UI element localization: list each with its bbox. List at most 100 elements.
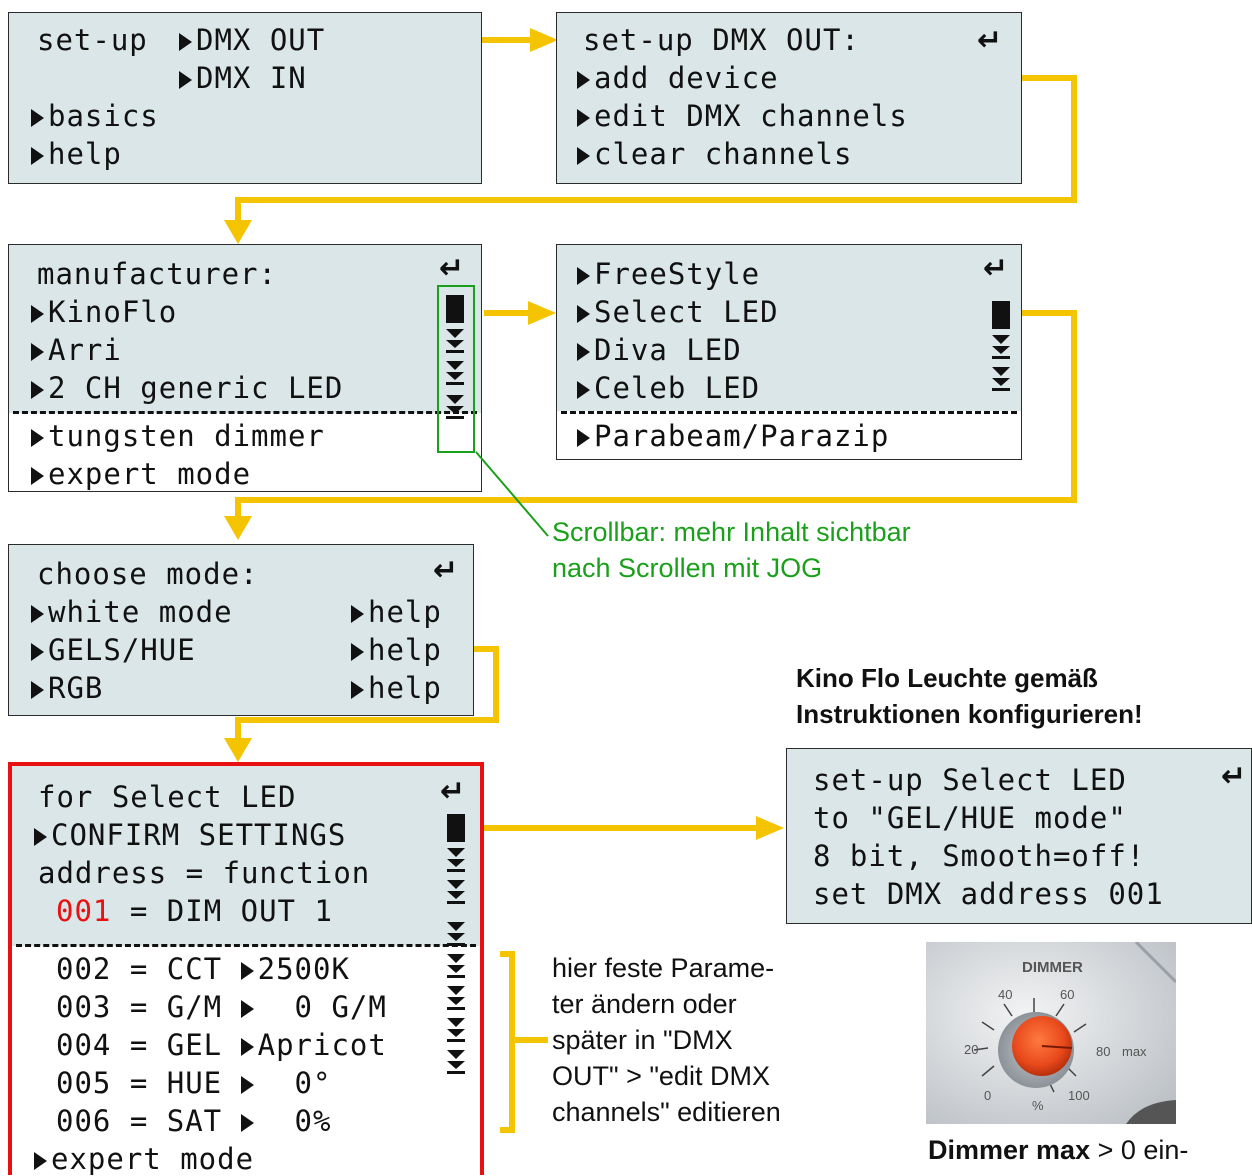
mode-gels-hue[interactable]: GELS/HUE [31,633,196,667]
screen-edge-divider [16,944,476,947]
mode-rgb[interactable]: RGB [31,671,103,705]
menu-item-label: edit DMX channels [594,99,908,133]
scrollbar[interactable] [446,814,466,1082]
address-label: 003 = G/M [56,990,223,1024]
arrowhead-select-led-screen [224,738,252,762]
scroll-track-mark [446,382,464,385]
address-row-003[interactable]: 003 = G/M 0 G/M [56,990,387,1024]
menu-item-tungsten-dimmer[interactable]: tungsten dimmer [31,419,325,453]
dimmer-note-bold: Dimmer max [928,1135,1091,1165]
menu-item-parabeam[interactable]: Parabeam/Parazip [577,419,889,453]
scroll-down-icon [447,997,465,1005]
scroll-down-icon [447,922,465,931]
scroll-track-mark [447,975,465,978]
dimmer-knob-illustration: DIMMER 40 60 20 80 max 0 % 100 [926,942,1176,1124]
dimmer-label: DIMMER [1022,959,1083,976]
mode-white[interactable]: white mode [31,595,233,629]
menu-item-diva-led[interactable]: Diva LED [577,333,742,367]
selector-arrow-icon [31,643,44,661]
choose-mode-title: choose mode: [37,557,259,591]
arrowhead-confirm [756,816,784,840]
instruction-line: to "GEL/HUE mode" [813,801,1127,835]
scrollbar[interactable] [991,301,1011,399]
address-function-header: address = function [38,856,371,890]
scrollbar[interactable] [445,295,465,427]
selector-arrow-icon [577,305,590,323]
menu-item-arri[interactable]: Arri [31,333,122,367]
dimmer-tick-label: 80 [1096,1044,1110,1059]
menu-item-clear-channels[interactable]: clear channels [577,137,852,171]
address-function: = DIM OUT 1 [129,894,333,928]
menu-item-help[interactable]: help [31,137,122,171]
menu-item-2ch-generic-led[interactable]: 2 CH generic LED [31,371,343,405]
menu-item-select-led[interactable]: Select LED [577,295,779,329]
menu-item-celeb-led[interactable]: Celeb LED [577,371,760,405]
menu-item-label: expert mode [48,457,252,491]
return-icon[interactable]: ↵ [433,553,459,588]
scroll-track-mark [447,901,465,904]
lcd-select-led-settings: for Select LED ↵ CONFIRM SETTINGS addres… [12,766,480,1176]
menu-item-label: DMX IN [196,61,307,95]
arrowhead-kinoflo [528,301,556,325]
lcd-dmx-out-menu: set-up DMX OUT: ↵ add device edit DMX ch… [556,12,1022,184]
menu-item-edit-dmx-channels[interactable]: edit DMX channels [577,99,908,133]
selector-arrow-icon [577,381,590,399]
return-icon[interactable]: ↵ [983,251,1009,286]
dimmer-note: Dimmer max > 0 ein- [928,1132,1188,1168]
selector-arrow-icon [179,33,192,51]
address-row-001: 001 = DIM OUT 1 [56,894,333,928]
menu-item-expert-mode[interactable]: expert mode [34,1142,254,1176]
red-highlight-box [8,762,484,1175]
menu-item-expert-mode[interactable]: expert mode [31,457,251,491]
scroll-down-icon [447,891,465,899]
scroll-track-mark [447,1007,465,1010]
address-row-002[interactable]: 002 = CCT 2500K [56,952,350,986]
selector-arrow-icon [31,109,44,127]
return-icon[interactable]: ↵ [440,774,466,809]
lcd-select-led-instructions: ↵ set-up Select LED to "GEL/HUE mode" 8 … [786,748,1252,924]
offscreen-area [9,413,481,491]
scrollbar-thumb[interactable] [446,295,464,323]
menu-item-kinoflo[interactable]: KinoFlo [31,295,177,329]
scroll-down-icon [446,329,464,338]
selector-arrow-icon [351,643,364,661]
scroll-down-icon [992,378,1010,386]
menu-item-dmx-in[interactable]: DMX IN [179,61,307,95]
help-white-mode[interactable]: help [351,595,442,629]
scroll-down-icon [447,1061,465,1069]
scroll-down-icon [446,406,464,414]
selector-arrow-icon [351,605,364,623]
scrollbar-thumb[interactable] [447,814,465,842]
menu-item-label: FreeStyle [594,257,761,291]
menu-item-add-device[interactable]: add device [577,61,779,95]
mode-label: RGB [48,671,104,705]
selector-arrow-icon [240,1000,254,1018]
menu-item-freestyle[interactable]: FreeStyle [577,257,760,291]
address-row-006[interactable]: 006 = SAT 0% [56,1104,331,1138]
selector-arrow-icon [31,381,44,399]
scroll-down-icon [446,340,464,348]
help-gels-hue[interactable]: help [351,633,442,667]
selector-arrow-icon [31,429,44,447]
help-label: help [368,671,442,705]
address-value: 0% [257,1104,332,1138]
menu-item-dmx-out[interactable]: DMX OUT [179,23,325,57]
scroll-down-icon [447,859,465,867]
confirm-settings-item[interactable]: CONFIRM SETTINGS [34,818,346,852]
return-icon[interactable]: ↵ [439,251,465,286]
scroll-down-icon [447,954,465,963]
scrollbar-note: Scrollbar: mehr Inhalt sichtbar nach Scr… [552,514,911,586]
kinoflo-note-line: Kino Flo Leuchte gemäß [796,663,1098,693]
scroll-down-icon [447,880,465,889]
address-row-004[interactable]: 004 = GEL Apricot [56,1028,387,1062]
address-value: 2500K [257,952,350,986]
return-icon[interactable]: ↵ [977,23,1003,58]
help-rgb[interactable]: help [351,671,442,705]
menu-item-label: help [48,137,122,171]
scrollbar-thumb[interactable] [992,301,1010,329]
menu-item-basics[interactable]: basics [31,99,159,133]
lcd-manufacturer-menu: manufacturer: ↵ KinoFlo Arri 2 CH generi… [8,244,482,492]
scroll-track-mark [992,388,1010,391]
selector-arrow-icon [577,71,590,89]
address-row-005[interactable]: 005 = HUE 0° [56,1066,331,1100]
